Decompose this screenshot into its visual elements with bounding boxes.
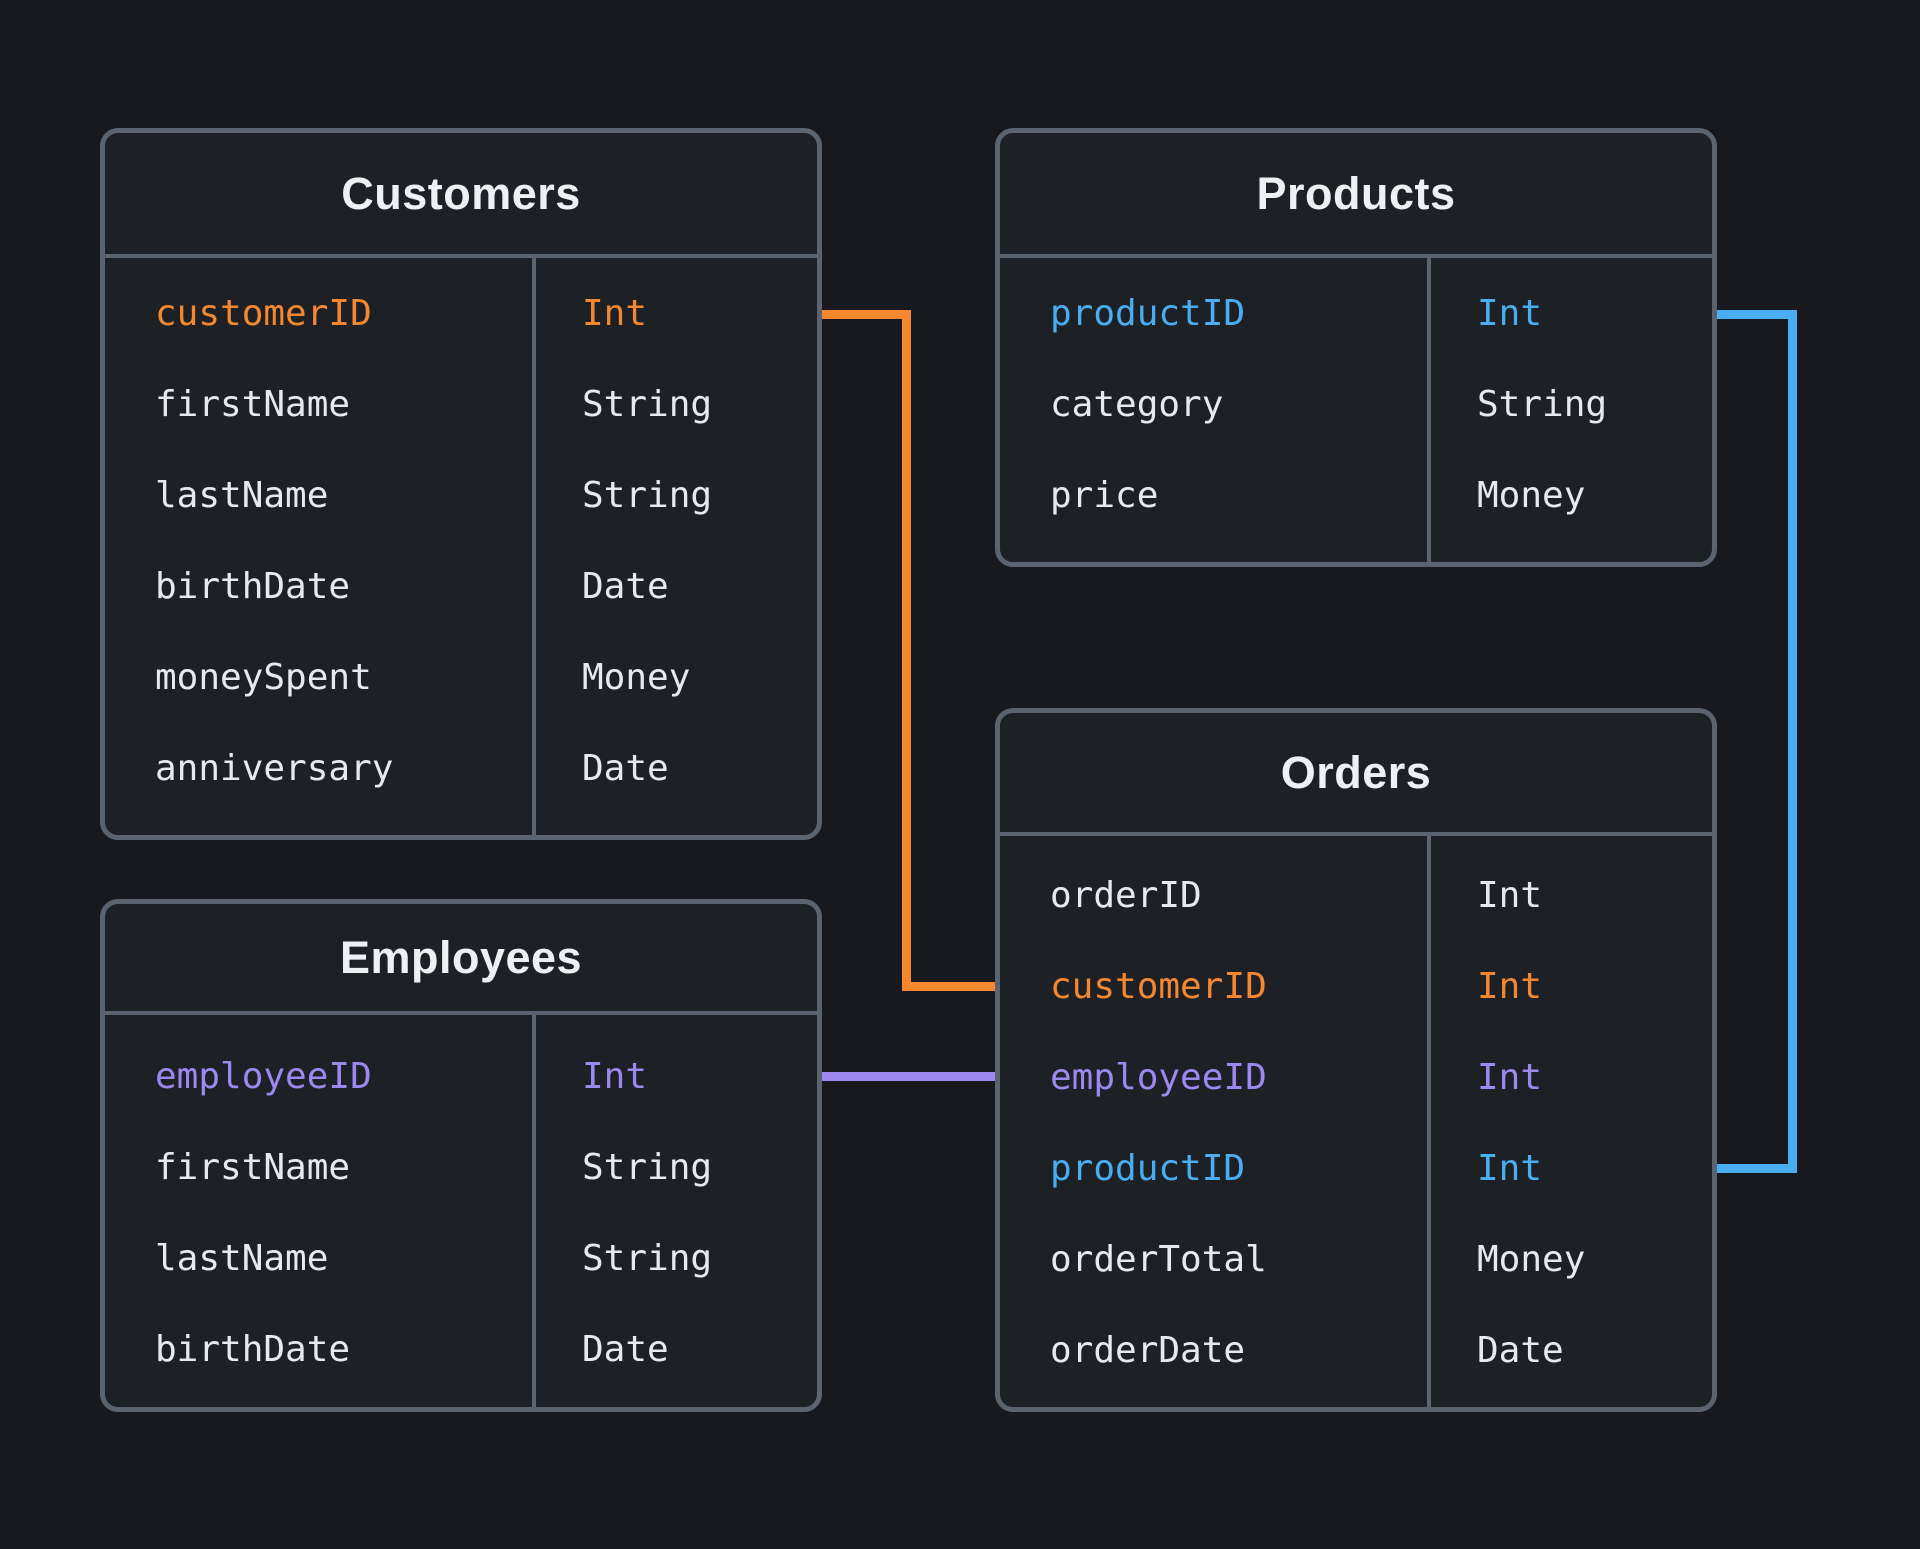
table-employees-body: employeeID firstName lastName birthDate … <box>105 1015 817 1407</box>
table-employees-title: Employees <box>105 904 817 1015</box>
field-name: lastName <box>155 475 329 516</box>
table-customers-name-column: customerID firstName lastName birthDate … <box>105 258 532 835</box>
field-name: customerID <box>1050 966 1267 1007</box>
field-name: firstName <box>155 1147 351 1188</box>
field-name: birthDate <box>155 1329 351 1370</box>
table-employees: Employees employeeID firstName lastName … <box>100 899 822 1412</box>
table-customers-body: customerID firstName lastName birthDate … <box>105 258 817 835</box>
table-employees-name-column: employeeID firstName lastName birthDate <box>105 1015 532 1407</box>
relation-customers-orders-segment-2 <box>902 310 911 991</box>
field-name: employeeID <box>155 1056 372 1097</box>
table-products-name-column: productID category price <box>1000 258 1427 562</box>
field-name: orderDate <box>1050 1330 1246 1371</box>
field-type: String <box>1477 384 1608 425</box>
table-products-title: Products <box>1000 133 1712 258</box>
table-customers: Customers customerID firstName lastName … <box>100 128 822 840</box>
field-name: employeeID <box>1050 1057 1267 1098</box>
field-type: Date <box>582 1329 669 1370</box>
field-name: birthDate <box>155 566 351 607</box>
field-name: price <box>1050 475 1159 516</box>
field-type: Int <box>1477 966 1543 1007</box>
relation-customers-orders-segment-1 <box>818 310 911 319</box>
table-products-type-column: Int String Money <box>1427 258 1712 562</box>
field-type: Int <box>1477 1057 1543 1098</box>
table-orders: Orders orderID customerID employeeID pro… <box>995 708 1717 1412</box>
table-products: Products productID category price Int St… <box>995 128 1717 567</box>
table-employees-type-column: Int String String Date <box>532 1015 817 1407</box>
field-name: productID <box>1050 1148 1246 1189</box>
field-type: Money <box>1477 1239 1586 1280</box>
table-products-body: productID category price Int String Mone… <box>1000 258 1712 562</box>
relation-products-orders-segment-3 <box>1713 1164 1797 1173</box>
field-type: Int <box>1477 293 1543 334</box>
table-orders-type-column: Int Int Int Int Money Date <box>1427 836 1712 1407</box>
table-orders-body: orderID customerID employeeID productID … <box>1000 836 1712 1407</box>
field-type: Money <box>582 657 691 698</box>
table-orders-name-column: orderID customerID employeeID productID … <box>1000 836 1427 1407</box>
relation-employees-orders-segment-1 <box>818 1072 999 1081</box>
field-type: Int <box>582 293 648 334</box>
field-type: Date <box>582 748 669 789</box>
field-type: Money <box>1477 475 1586 516</box>
field-type: String <box>582 1238 713 1279</box>
field-type: String <box>582 1147 713 1188</box>
field-name: anniversary <box>155 748 394 789</box>
table-orders-title: Orders <box>1000 713 1712 836</box>
field-type: String <box>582 384 713 425</box>
field-name: customerID <box>155 293 372 334</box>
field-name: moneySpent <box>155 657 372 698</box>
field-name: lastName <box>155 1238 329 1279</box>
relation-products-orders-segment-1 <box>1713 310 1797 319</box>
field-name: orderTotal <box>1050 1239 1267 1280</box>
field-type: Int <box>582 1056 648 1097</box>
field-type: String <box>582 475 713 516</box>
relation-customers-orders-segment-3 <box>902 982 999 991</box>
field-type: Int <box>1477 875 1543 916</box>
field-name: orderID <box>1050 875 1202 916</box>
field-type: Int <box>1477 1148 1543 1189</box>
field-type: Date <box>1477 1330 1564 1371</box>
field-name: productID <box>1050 293 1246 334</box>
relation-products-orders-segment-2 <box>1788 310 1797 1173</box>
table-customers-type-column: Int String String Date Money Date <box>532 258 817 835</box>
table-customers-title: Customers <box>105 133 817 258</box>
field-name: firstName <box>155 384 351 425</box>
field-name: category <box>1050 384 1224 425</box>
field-type: Date <box>582 566 669 607</box>
